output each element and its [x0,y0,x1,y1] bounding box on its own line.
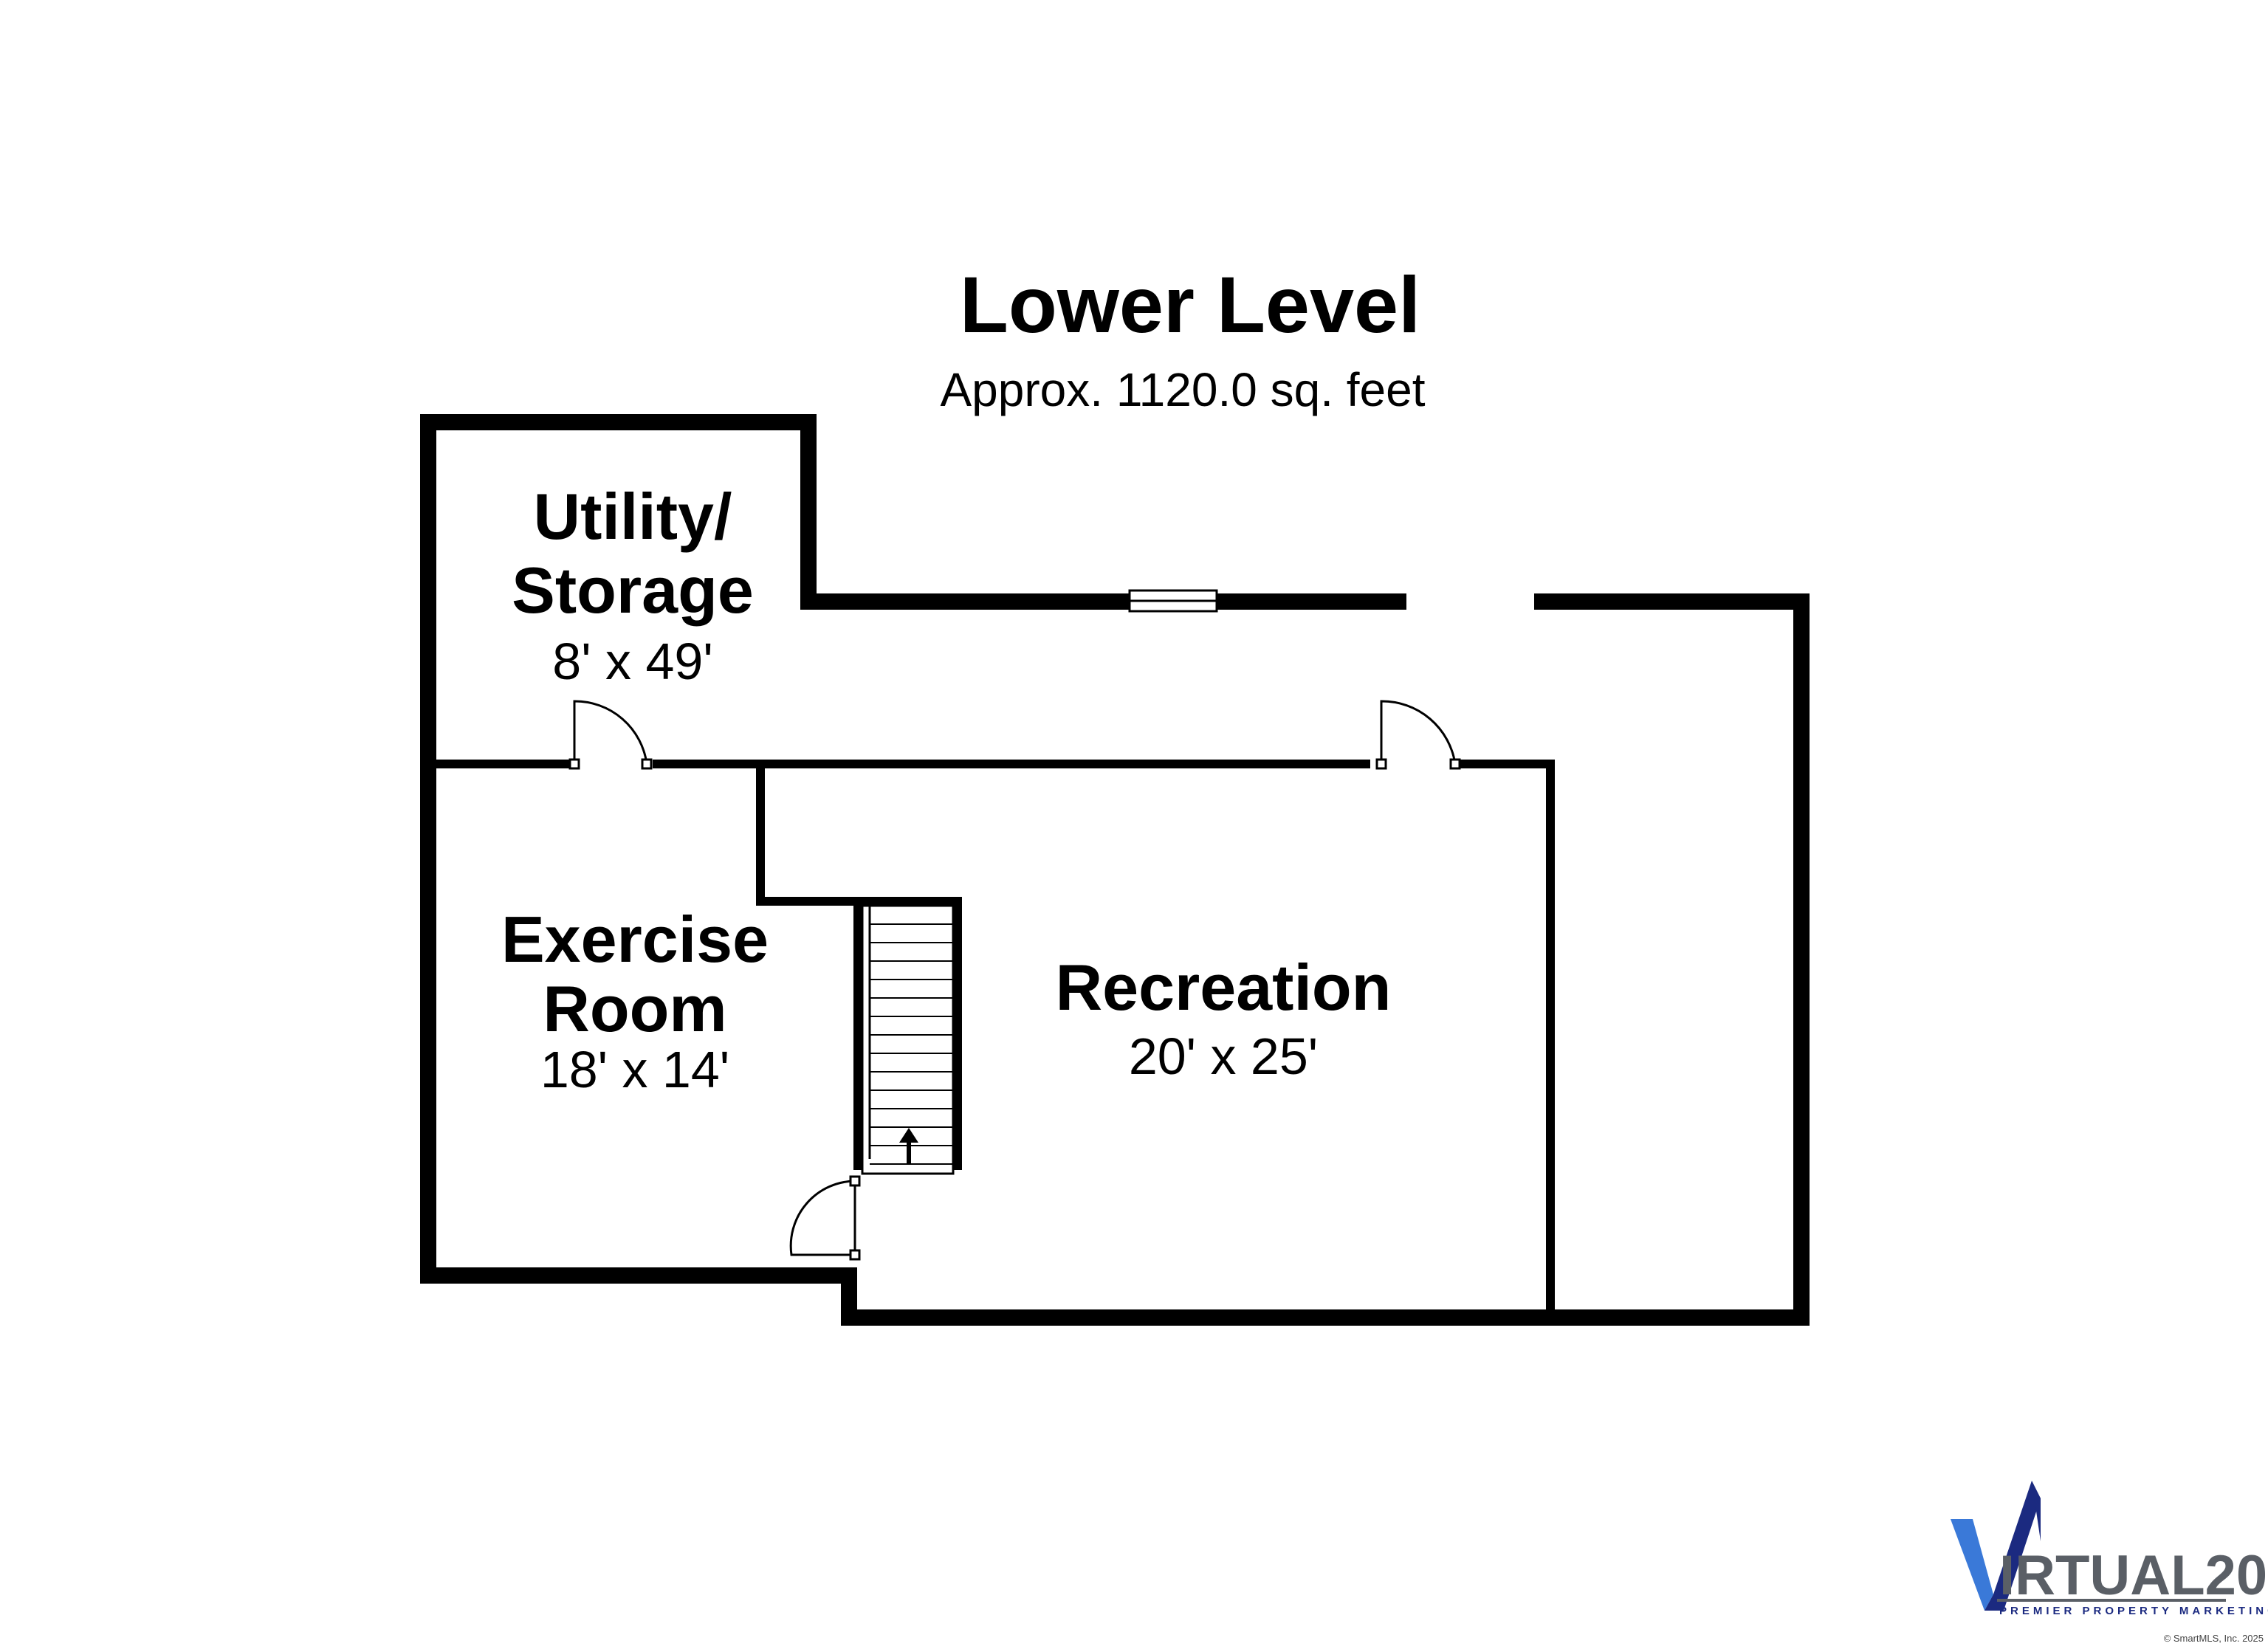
window [1128,589,1218,613]
plan-area: Approx. 1120.0 sq. feet [940,363,1425,416]
room-dimensions: 8' x 49' [552,633,712,690]
room-name: Utility/ [534,480,732,553]
exterior-walls [420,414,1810,1326]
brand-logo: IRTUAL203 PREMIER PROPERTY MARKETING [1951,1481,2268,1617]
logo-tagline: PREMIER PROPERTY MARKETING [1999,1605,2268,1617]
stairs [861,904,955,1175]
room-exercise: Exercise Room 18' x 14' [501,903,769,1098]
interior-walls [433,760,1555,1314]
room-name: Storage [512,554,754,627]
room-name: Room [543,972,726,1045]
room-name: Recreation [1056,951,1392,1024]
logo-text: IRTUAL203 [1999,1544,2268,1607]
door-stair [789,1175,861,1261]
plan-title: Lower Level [960,260,1420,349]
door-recreation [1375,700,1461,770]
room-utility-storage: Utility/ Storage 8' x 49' [512,480,754,690]
logo-underline [1997,1599,2226,1602]
room-name: Exercise [501,903,769,976]
copyright-text: © SmartMLS, Inc. 2025 [2164,1633,2264,1644]
door-utility [568,700,653,770]
arrow-up-icon [899,1128,918,1165]
room-recreation: Recreation 20' x 25' [1056,951,1392,1085]
room-dimensions: 18' x 14' [540,1041,729,1098]
logo-v-mark [1951,1519,1993,1611]
room-dimensions: 20' x 25' [1129,1027,1318,1085]
logo-v-mark [1984,1481,2041,1611]
